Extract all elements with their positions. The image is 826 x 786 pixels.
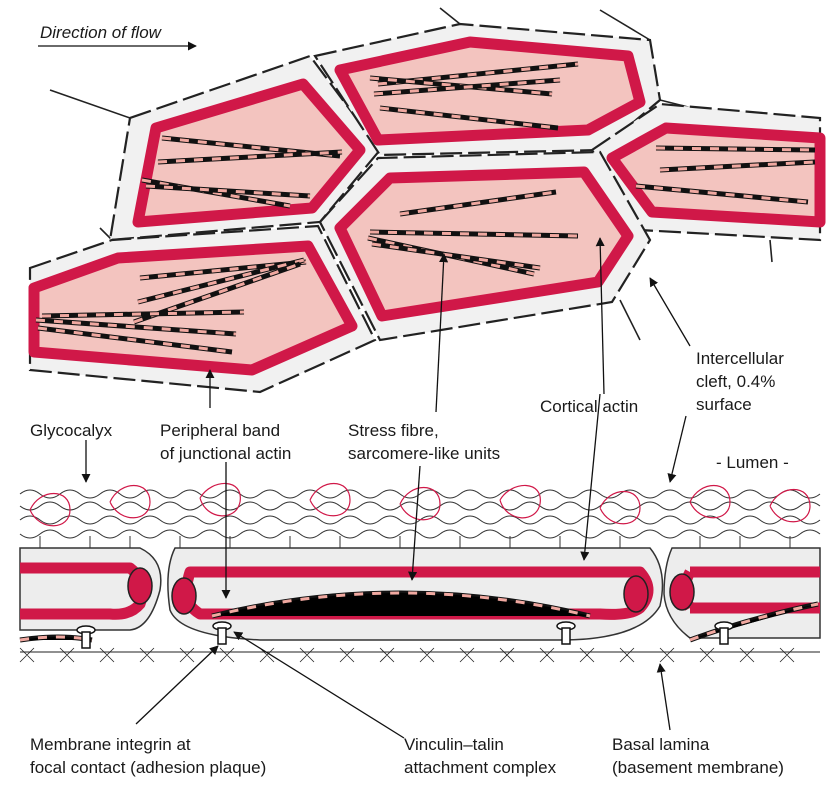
basal-lamina-label-line1: Basal lamina xyxy=(612,735,710,754)
cells-cross-section xyxy=(20,548,820,640)
direction-of-flow-label: Direction of flow xyxy=(40,23,163,42)
intercellular-cleft-label-line2: cleft, 0.4% xyxy=(696,372,775,391)
junctional-plaque-left xyxy=(128,568,152,604)
leader-intercellular-cleft-top xyxy=(650,278,690,346)
basal-lamina-label-line2: (basement membrane) xyxy=(612,758,784,777)
cortical-actin-label: Cortical actin xyxy=(540,397,638,416)
stress-fibre-label-line2: sarcomere-like units xyxy=(348,444,500,463)
junctional-plaque-center-right xyxy=(624,576,648,612)
glycocalyx-layer xyxy=(20,483,820,548)
stress-fibre-label-line1: Stress fibre, xyxy=(348,421,439,440)
leader-vinculin-talin xyxy=(234,632,404,738)
lumen-label: - Lumen - xyxy=(716,453,789,472)
membrane-integrin-label-line1: Membrane integrin at xyxy=(30,735,191,754)
intercellular-cleft-label-line1: Intercellular xyxy=(696,349,784,368)
intercellular-cleft-label-line3: surface xyxy=(696,395,752,414)
membrane-integrin-label-line2: focal contact (adhesion plaque) xyxy=(30,758,266,777)
cell-sheet-top-view xyxy=(30,8,820,392)
basal-lamina-layer xyxy=(20,648,820,662)
peripheral-band-label-line1: Peripheral band xyxy=(160,421,280,440)
junctional-plaque-right xyxy=(670,574,694,610)
leader-basal-lamina xyxy=(660,664,670,730)
glycocalyx-label: Glycocalyx xyxy=(30,421,113,440)
leader-intercellular-cleft-bottom xyxy=(670,416,686,482)
peripheral-band-label-line2: of junctional actin xyxy=(160,444,291,463)
vinculin-talin-label-line2: attachment complex xyxy=(404,758,557,777)
stress-fibre xyxy=(656,148,815,150)
cell-bottom-left xyxy=(30,226,375,392)
vinculin-talin-label-line1: Vinculin–talin xyxy=(404,735,504,754)
junctional-plaque-center-left xyxy=(172,578,196,614)
leader-membrane-integrin xyxy=(136,646,218,724)
cross-section-view xyxy=(20,483,820,662)
